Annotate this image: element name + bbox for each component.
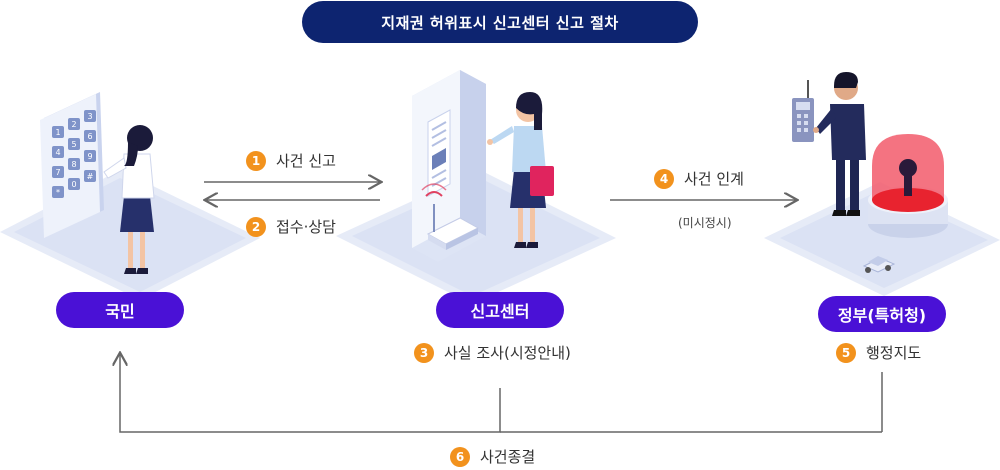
step-label: 사건 신고 [276, 152, 336, 170]
key-8: 8 [71, 160, 76, 169]
key-7: 7 [55, 168, 60, 177]
page-title: 지재권 허위표시 신고센터 신고 절차 [302, 1, 698, 43]
key-5: 5 [71, 140, 76, 149]
intercom-icon [792, 80, 814, 142]
citizen-illustration: 1 2 3 4 5 6 7 8 9 * 0 # [0, 92, 260, 300]
actor-government: 정부(특허청) [818, 296, 946, 332]
step-number-badge: 4 [654, 168, 674, 189]
actor-citizen: 국민 [56, 292, 184, 328]
government-illustration [764, 72, 1000, 296]
key-hash: # [87, 172, 94, 181]
step-label: 사실 조사(시정안내) [444, 344, 571, 362]
step-label: 사건 인계 [684, 170, 744, 188]
step-4: 4 사건 인계 [654, 168, 744, 189]
step-1: 1 사건 신고 [246, 150, 336, 171]
step-number-badge: 6 [450, 446, 470, 467]
folder-icon [530, 166, 554, 196]
key-2: 2 [71, 120, 76, 129]
step-label: 행정지도 [866, 344, 922, 362]
step-number-badge: 2 [246, 216, 266, 237]
key-9: 9 [87, 152, 92, 161]
step-2: 2 접수·상담 [246, 216, 336, 237]
actor-report-center: 신고센터 [436, 292, 564, 328]
officer-icon [813, 72, 866, 216]
key-0: 0 [71, 180, 76, 189]
key-3: 3 [87, 112, 92, 121]
keypad-icon: 1 2 3 4 5 6 7 8 9 * 0 # [52, 110, 96, 198]
step-4-condition-note: (미시정시) [678, 216, 732, 230]
step-label: 사건종결 [480, 448, 536, 466]
step-3: 3 사실 조사(시정안내) [414, 342, 571, 363]
citizen-person-icon [103, 125, 155, 274]
key-1: 1 [55, 128, 60, 137]
car-icon [862, 256, 896, 273]
key-star: * [56, 188, 60, 197]
center-staff-icon [487, 92, 554, 248]
document-icon [427, 109, 451, 197]
closure-arrow [120, 354, 501, 433]
router-icon [421, 183, 480, 250]
step-6: 6 사건종결 [450, 446, 535, 467]
step-5: 5 행정지도 [836, 342, 921, 363]
step-number-badge: 3 [414, 342, 434, 363]
siren-icon [868, 134, 948, 238]
step-number-badge: 1 [246, 150, 266, 171]
key-6: 6 [87, 132, 92, 141]
key-4: 4 [55, 148, 60, 157]
step-label: 접수·상담 [276, 218, 336, 236]
center-illustration [336, 70, 616, 304]
step-number-badge: 5 [836, 342, 856, 363]
